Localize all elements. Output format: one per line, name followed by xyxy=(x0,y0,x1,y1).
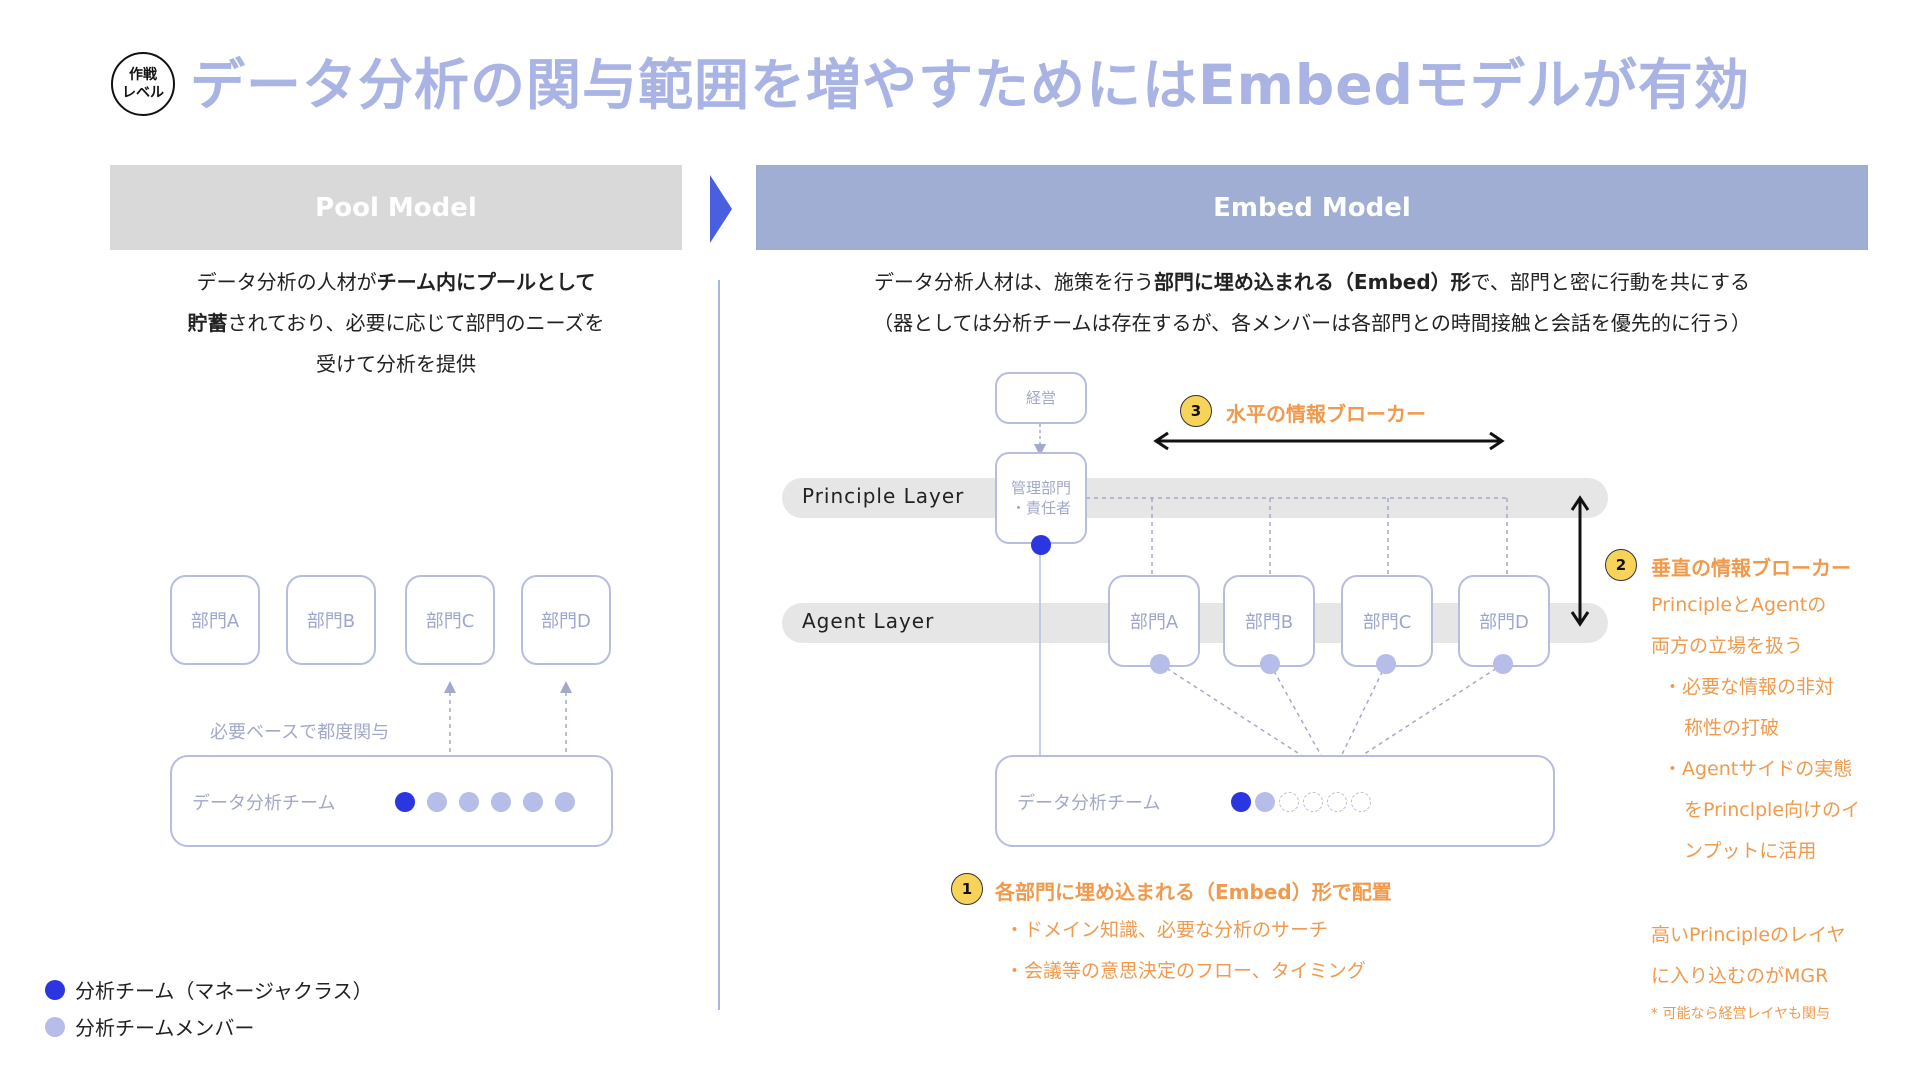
horizontal-broker-arrow xyxy=(1153,431,1505,451)
badge-line2: レベル xyxy=(122,85,164,101)
pool-dept-a: 部門A xyxy=(170,575,260,665)
a2-bullet2b: をPrinclple向けのイ xyxy=(1684,799,1861,821)
pool-team-box: データ分析チーム xyxy=(170,755,613,847)
a2-mgr2: に入り込むのがMGR xyxy=(1651,965,1829,987)
member-dot xyxy=(1255,792,1275,812)
annotation-2-number: 2 xyxy=(1605,549,1637,581)
manager-dot xyxy=(1231,792,1251,812)
badge-line1: 作戦 xyxy=(129,67,157,83)
annotation-3-title: 水平の情報ブローカー xyxy=(1226,402,1426,426)
a2-bullet1a: ・必要な情報の非対 xyxy=(1663,676,1835,698)
pool-desc-line3: 受けて分析を提供 xyxy=(316,352,476,376)
legend-manager: 分析チーム（マネージャクラス） xyxy=(45,975,373,1004)
member-dot xyxy=(523,792,543,812)
member-dot xyxy=(1260,654,1280,674)
a2-line1: PrincipleとAgentの xyxy=(1651,594,1827,616)
pool-dept-c: 部門C xyxy=(405,575,495,665)
vertical-broker-arrow xyxy=(1570,495,1590,627)
annotation-2-title: 垂直の情報ブローカー xyxy=(1651,556,1851,580)
pool-dept-d: 部門D xyxy=(521,575,611,665)
member-dot xyxy=(555,792,575,812)
arrow-right-icon xyxy=(710,175,732,243)
legend: 分析チーム（マネージャクラス） 分析チームメンバー xyxy=(45,975,373,1041)
member-dot xyxy=(45,1016,65,1037)
a2-mgr1: 高いPrincipleのレイヤ xyxy=(1651,924,1846,946)
embed-desc-pre: データ分析人材は、施策を行う xyxy=(873,270,1154,294)
annotation-1-body: ・ドメイン知識、必要な分析のサーチ ・会議等の意思決定のフロー、タイミング xyxy=(1005,910,1366,992)
pool-team-label: データ分析チーム xyxy=(192,793,336,814)
pool-desc-post: されており、必要に応じて部門のニーズを xyxy=(227,311,605,335)
embed-dept-d: 部門D xyxy=(1458,575,1550,667)
member-dot xyxy=(1376,654,1396,674)
pool-description: データ分析の人材がチーム内にプールとして 貯蓄されており、必要に応じて部門のニー… xyxy=(110,262,682,385)
pool-desc-pre: データ分析の人材が xyxy=(196,270,377,294)
a1-bullet1: ・ドメイン知識、必要な分析のサーチ xyxy=(1005,919,1329,941)
legend-member: 分析チームメンバー xyxy=(45,1012,373,1041)
legend-manager-label: 分析チーム（マネージャクラス） xyxy=(75,979,373,1003)
member-dot xyxy=(459,792,479,812)
mgmt-line1: 管理部門 xyxy=(1010,479,1071,497)
vacant-dot xyxy=(1327,792,1347,812)
member-dot xyxy=(1493,654,1513,674)
annotation-1-number: 1 xyxy=(951,873,983,905)
principle-layer-label: Principle Layer xyxy=(802,484,965,508)
embed-team-members xyxy=(1231,792,1371,812)
pool-desc-bold: チーム内にプールとして xyxy=(376,270,596,294)
vacant-dot xyxy=(1303,792,1323,812)
member-dot xyxy=(1150,654,1170,674)
embed-dept-b: 部門B xyxy=(1223,575,1315,667)
manager-dot xyxy=(1031,535,1051,555)
embed-desc-bold: 部門に埋め込まれる（Embed）形 xyxy=(1153,270,1471,294)
exec-label: 経営 xyxy=(1025,389,1056,407)
embed-model-header: Embed Model xyxy=(756,165,1868,250)
embed-dept-c: 部門C xyxy=(1341,575,1433,667)
embed-desc-post: で、部門と密に行動を共にする xyxy=(1470,270,1751,294)
legend-member-label: 分析チームメンバー xyxy=(75,1016,255,1040)
pool-team-members xyxy=(395,792,575,812)
a2-bullet1b: 称性の打破 xyxy=(1684,717,1780,739)
manager-dot xyxy=(45,979,65,1000)
member-dot xyxy=(427,792,447,812)
vacant-dot xyxy=(1279,792,1299,812)
annotation-2-footnote: * 可能なら経営レイヤも関与 xyxy=(1651,1006,1831,1022)
section-divider xyxy=(718,280,720,1010)
a1-bullet2: ・会議等の意思決定のフロー、タイミング xyxy=(1005,960,1366,982)
manager-dot xyxy=(395,792,415,812)
annotation-1-title: 各部門に埋め込まれる（Embed）形で配置 xyxy=(995,880,1392,904)
mgmt-line2: ・責任者 xyxy=(1010,499,1071,517)
annotation-2-body: PrincipleとAgentの 両方の立場を扱う ・必要な情報の非対 称性の打… xyxy=(1651,585,1860,872)
a2-line2: 両方の立場を扱う xyxy=(1651,635,1804,657)
agent-layer-label: Agent Layer xyxy=(802,609,935,633)
pool-model-header: Pool Model xyxy=(110,165,682,250)
pool-dept-b: 部門B xyxy=(286,575,376,665)
a2-bullet2a: ・Agentサイドの実態 xyxy=(1663,758,1853,780)
principle-links xyxy=(1086,497,1508,575)
strategy-level-badge: 作戦 レベル xyxy=(111,52,175,116)
pool-note: 必要ベースで都度関与 xyxy=(210,722,390,743)
annotation-3-number: 3 xyxy=(1180,395,1212,427)
embed-desc-line2: （器としては分析チームは存在するが、各メンバーは各部門との時間接触と会話を優先的… xyxy=(873,311,1751,335)
mgmt-box: 管理部門 ・責任者 xyxy=(995,452,1087,544)
page-title: データ分析の関与範囲を増やすためにはEmbedモデルが有効 xyxy=(190,53,1750,117)
annotation-2-mgr: 高いPrincipleのレイヤ に入り込むのがMGR xyxy=(1651,915,1845,997)
exec-box: 経営 xyxy=(995,372,1087,424)
embed-team-box: データ分析チーム xyxy=(995,755,1555,847)
vacant-dot xyxy=(1351,792,1371,812)
embed-dept-a: 部門A xyxy=(1108,575,1200,667)
embed-team-label: データ分析チーム xyxy=(1017,793,1161,814)
pool-desc-bold2: 貯蓄 xyxy=(187,311,228,335)
member-dot xyxy=(491,792,511,812)
a2-bullet2c: ンプットに活用 xyxy=(1684,840,1817,862)
embed-description: データ分析人材は、施策を行う部門に埋め込まれる（Embed）形で、部門と密に行動… xyxy=(756,262,1868,344)
